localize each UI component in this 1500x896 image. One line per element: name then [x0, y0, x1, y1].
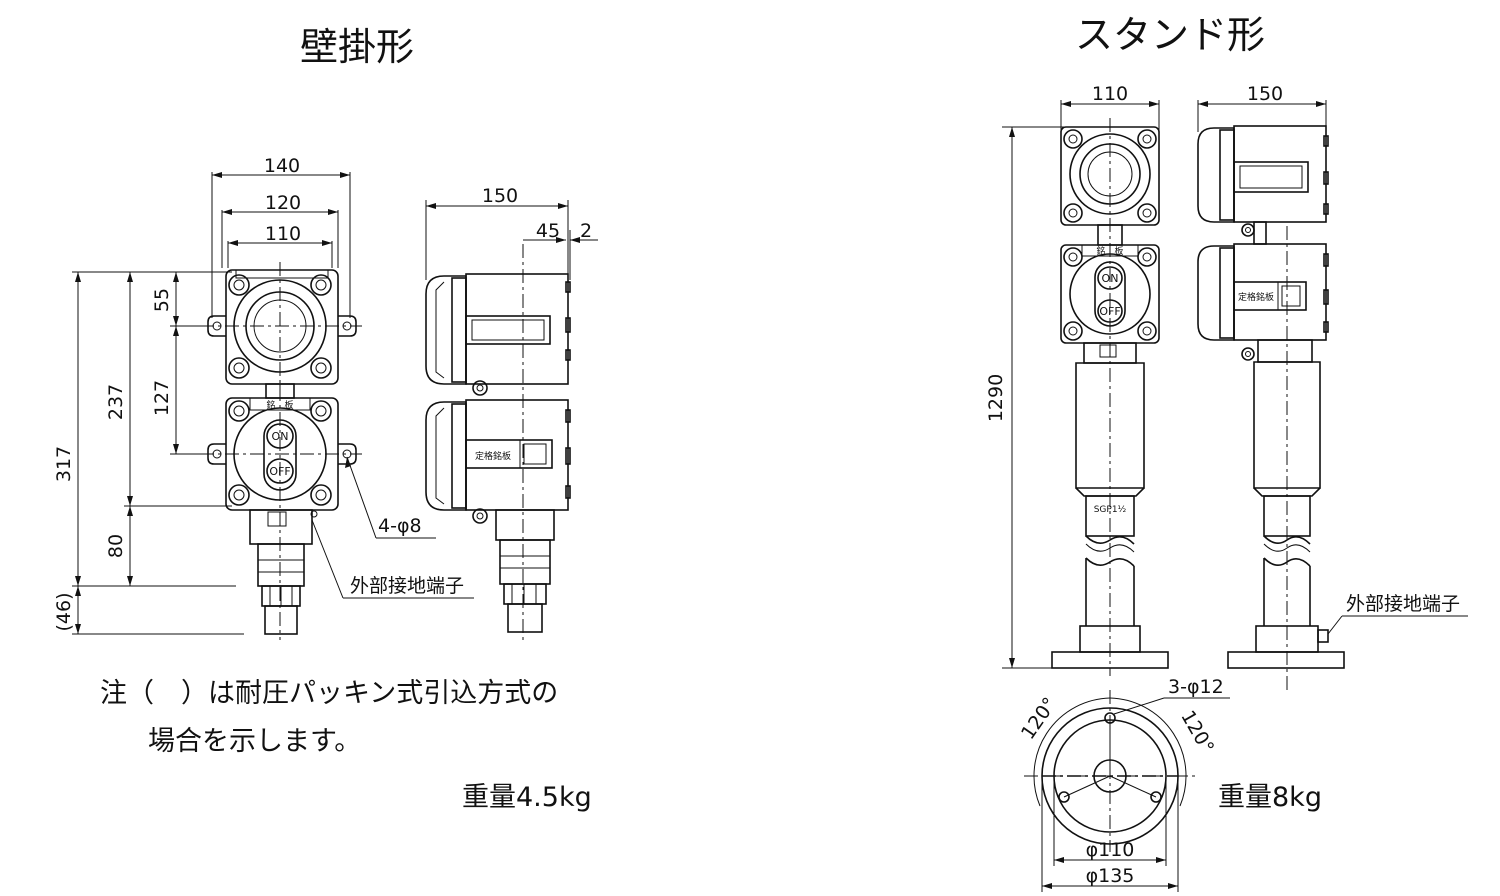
- stand-dim-110: 110: [1092, 83, 1128, 105]
- stand-dim-1290: 1290: [985, 374, 1007, 422]
- wall-side-dim-150: 150: [482, 185, 518, 207]
- stand-front-view: 銘 板 ON OFF SGP1½: [1051, 118, 1169, 676]
- stand-side-teikaku-label: 定格銘板: [1238, 291, 1274, 303]
- wall-dim-55: 55: [151, 288, 173, 312]
- wall-note-line1: 注（ ）は耐圧パッキン式引込方式の: [100, 678, 558, 709]
- wall-front-on-label: ON: [272, 430, 289, 443]
- wall-side-dim-2: 2: [580, 220, 592, 242]
- wall-type-title: 壁掛形: [300, 25, 414, 69]
- wall-dim-140: 140: [264, 155, 300, 177]
- stand-pipe-label: SGP1½: [1094, 505, 1127, 515]
- stand-angle-right: 120°: [1176, 707, 1218, 758]
- stand-weight: 重量8kg: [1218, 782, 1322, 813]
- stand-base-plan-view: 120° 120° 3-φ12 φ110 φ135: [1017, 676, 1230, 892]
- stand-side-dim-150: 150: [1247, 83, 1283, 105]
- wall-ground-label: 外部接地端子: [350, 575, 464, 597]
- stand-front-dimensions: 110 1290: [985, 83, 1160, 669]
- wall-front-view: 銘 板 ON OFF: [200, 262, 362, 640]
- stand-hole-label: 3-φ12: [1168, 676, 1224, 698]
- stand-side-view: 定格銘板: [1197, 125, 1345, 690]
- wall-dim-317: 317: [53, 446, 75, 482]
- stand-ground-label: 外部接地端子: [1346, 593, 1460, 615]
- stand-dim-phi110: φ110: [1086, 839, 1135, 861]
- stand-side-dimensions: 150 外部接地端子: [1197, 83, 1468, 635]
- stand-dim-phi135: φ135: [1086, 865, 1135, 887]
- wall-side-teikaku-label: 定格銘板: [475, 450, 511, 462]
- wall-note-line2: 場合を示します。: [148, 726, 361, 757]
- wall-side-view: 定格銘板: [425, 244, 571, 640]
- wall-dim-110: 110: [265, 223, 301, 245]
- wall-front-dimensions: 140 120 110 55 127 237 80 317: [53, 155, 474, 635]
- wall-weight: 重量4.5kg: [462, 782, 592, 813]
- wall-side-dimensions: 150 45 2: [425, 185, 598, 280]
- wall-dim-46: (46): [53, 592, 75, 631]
- stand-type-title: スタンド形: [1075, 13, 1265, 57]
- wall-side-dim-45: 45: [536, 220, 560, 242]
- wall-dim-127: 127: [151, 380, 173, 416]
- wall-hole-label: 4-φ8: [378, 515, 422, 537]
- wall-dim-120: 120: [265, 192, 301, 214]
- wall-dim-80: 80: [105, 534, 127, 558]
- wall-dim-237: 237: [105, 384, 127, 420]
